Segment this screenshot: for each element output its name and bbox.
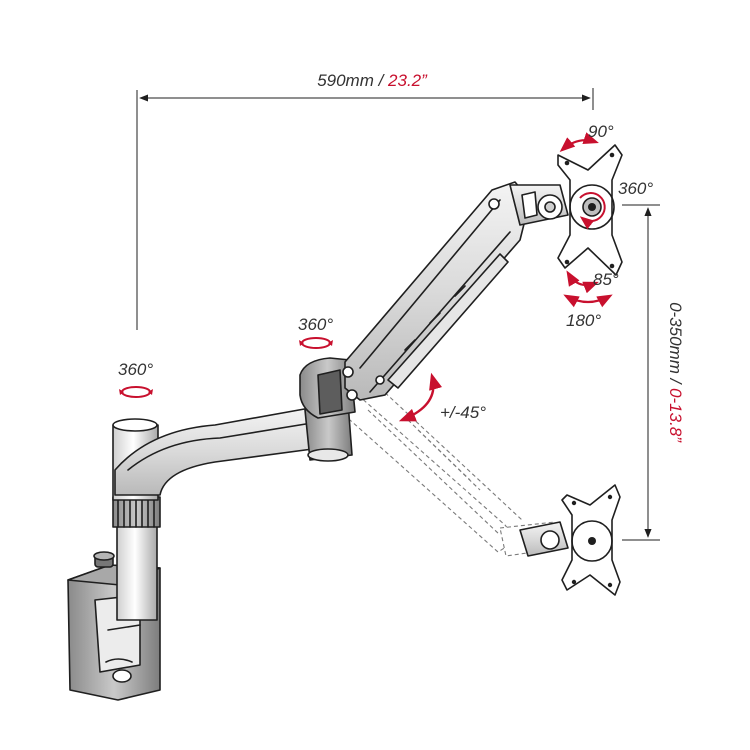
- elbow-swivel-label: 360°: [298, 315, 333, 334]
- head-rotation-label: 360°: [618, 179, 653, 198]
- head-tilt-label: 90°: [588, 122, 614, 141]
- height-dimension-label: 0-350mm / 0-13.8”: [666, 302, 685, 443]
- head-tilter: [509, 184, 569, 226]
- arm-tilt-icon: [398, 372, 443, 422]
- upper-arm: [342, 181, 531, 401]
- rotation-indicators: [119, 132, 613, 422]
- pole-swivel-label: 360°: [118, 360, 153, 379]
- elbow-swivel-icon: [299, 337, 333, 349]
- head-pan-small-label: 85°: [593, 270, 619, 289]
- head-pan-label: 180°: [566, 311, 601, 330]
- head-pan-icon: [563, 294, 613, 308]
- width-dimension: 590mm / 23.2”: [136, 71, 594, 330]
- pole-swivel-icon: [119, 386, 153, 398]
- monitor-plate: [557, 144, 623, 276]
- width-dimension-label: 590mm / 23.2”: [317, 71, 428, 90]
- lowered-monitor-plate: [519, 484, 621, 596]
- elbow-joint: [299, 357, 356, 419]
- head-tilt-icon: [559, 132, 599, 153]
- arm-tilt-label: +/-45°: [440, 403, 486, 422]
- height-dimension: 0-350mm / 0-13.8”: [622, 204, 685, 541]
- head-pan-small-icon: [566, 270, 599, 294]
- head-rotation-icon: [579, 192, 606, 230]
